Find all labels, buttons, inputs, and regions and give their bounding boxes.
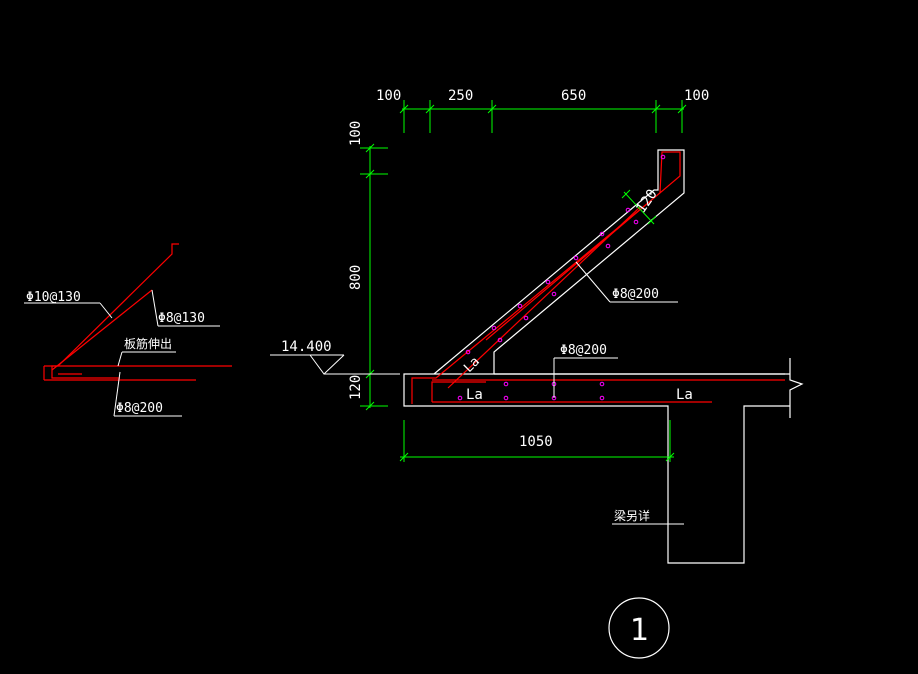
rebar-dot xyxy=(545,279,551,285)
elevation-marker xyxy=(270,354,400,375)
dimension-bottom xyxy=(399,420,675,462)
rebar-dot xyxy=(457,395,463,401)
rebar-dot xyxy=(625,207,631,213)
dim-line xyxy=(623,191,655,225)
dim-bottom: 1050 xyxy=(519,434,553,450)
section-mark-circle xyxy=(608,597,670,659)
detail-sketch: Φ10@130 Φ8@130 板筋伸出 Φ8@200 xyxy=(24,243,232,417)
rebar-dot xyxy=(503,395,509,401)
detail-rebar-line xyxy=(51,289,153,371)
rebar-dot xyxy=(465,349,471,355)
dim-tick xyxy=(665,452,675,462)
dimension-top xyxy=(399,100,687,133)
annotation-leaders xyxy=(553,261,684,525)
dimension-diagonal xyxy=(621,189,657,225)
dim-top-2: 250 xyxy=(448,88,473,104)
dim-tick xyxy=(651,104,661,114)
anchor-la-left: La xyxy=(466,387,483,403)
dim-tick xyxy=(399,104,409,114)
elevation-value: 14.400 xyxy=(281,339,332,355)
rebar-dot xyxy=(503,381,509,387)
dim-tick xyxy=(621,189,631,199)
detail-leader-line xyxy=(117,351,123,367)
dim-top-4: 100 xyxy=(684,88,709,104)
rebar-dot xyxy=(599,231,605,237)
anchor-la-right: La xyxy=(676,387,693,403)
rebar-diagonal-inner xyxy=(447,206,641,389)
rebar-outer xyxy=(411,151,681,404)
parapet-outline xyxy=(433,149,685,375)
dim-left-1: 100 xyxy=(348,121,364,146)
rebar-dot xyxy=(633,219,639,225)
rebar-dot xyxy=(605,243,611,249)
dim-tick xyxy=(487,104,497,114)
detail-rebar-a-label: Φ10@130 xyxy=(26,290,81,305)
detail-leader-line xyxy=(151,289,159,327)
beam-note: 梁另详 xyxy=(614,508,650,523)
leader-line xyxy=(575,261,611,303)
dim-tick xyxy=(425,104,435,114)
rebar-dot xyxy=(599,395,605,401)
rebar-dot xyxy=(491,325,497,331)
section-mark-number: 1 xyxy=(630,613,649,648)
dim-tick xyxy=(365,143,375,153)
rebar-inner xyxy=(431,381,486,402)
elevation-triangle xyxy=(309,354,345,375)
dimension-left xyxy=(360,143,388,411)
dim-tick xyxy=(399,452,409,462)
detail-rebar-c-label: Φ8@200 xyxy=(116,401,163,416)
dim-left-3: 120 xyxy=(348,375,364,400)
detail-leader-line xyxy=(99,302,113,319)
rebar-dot xyxy=(660,154,666,160)
rebar-slab-label: Φ8@200 xyxy=(560,343,607,358)
dim-tick xyxy=(647,215,657,225)
slab-outline xyxy=(403,373,790,564)
dim-tick xyxy=(365,401,375,411)
detail-rebar-b-label: Φ8@130 xyxy=(158,311,205,326)
rebar-dot xyxy=(599,381,605,387)
rebar-group xyxy=(411,151,785,404)
rebar-dot xyxy=(551,291,557,297)
dim-tick xyxy=(365,169,375,179)
section-outline xyxy=(403,149,804,564)
dim-top-1: 100 xyxy=(376,88,401,104)
dim-left-2: 800 xyxy=(348,265,364,290)
rebar-dot xyxy=(523,315,529,321)
rebar-dots xyxy=(457,154,666,401)
rebar-dot xyxy=(497,337,503,343)
dim-top-3: 650 xyxy=(561,88,586,104)
detail-note-label: 板筋伸出 xyxy=(124,336,172,351)
rebar-diagonal-label: Φ8@200 xyxy=(612,287,659,302)
dim-tick xyxy=(677,104,687,114)
rebar-dot xyxy=(517,303,523,309)
break-symbol xyxy=(789,358,804,418)
rebar-dot xyxy=(573,255,579,261)
detail-leader-line xyxy=(113,371,121,417)
